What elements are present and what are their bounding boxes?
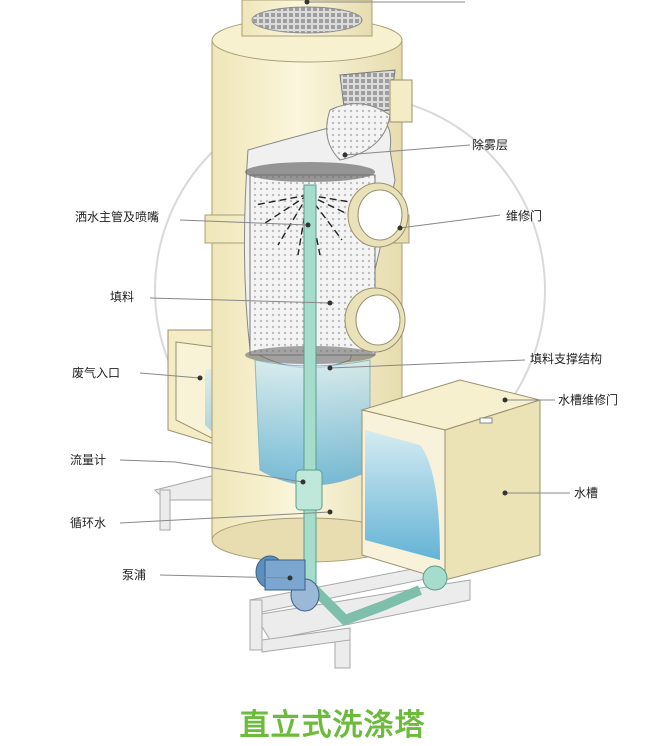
top-side-nozzle: [389, 79, 413, 123]
label-flowmeter: 流量计: [70, 453, 107, 467]
label-mist-eliminator: 除雾层: [472, 138, 509, 152]
label-tank-access-door: 水槽维修门: [558, 393, 619, 407]
label-packing: 填料: [110, 290, 135, 304]
label-water-tank: 水槽: [574, 486, 599, 500]
label-pump: 泵浦: [122, 568, 147, 582]
circulation-pipe: [295, 184, 448, 626]
spray-lines: [254, 194, 369, 256]
label-circulating-water: 循环水: [70, 516, 107, 530]
diagram-title: 直立式洗涤塔: [239, 708, 426, 743]
pump-unit: [255, 555, 320, 612]
water-tank: [360, 379, 542, 581]
label-gas-inlet: 废气入口: [72, 366, 121, 380]
leader-lines: [119, 1, 570, 579]
access-door-lower: [344, 287, 406, 353]
label-spray-header: 洒水主管及喷嘴: [75, 210, 160, 224]
access-door-upper: [347, 182, 409, 248]
label-access-door: 维修门: [506, 209, 543, 223]
label-packing-support: 填料支撑结构: [530, 352, 603, 366]
leader-dots: [197, 0, 508, 581]
